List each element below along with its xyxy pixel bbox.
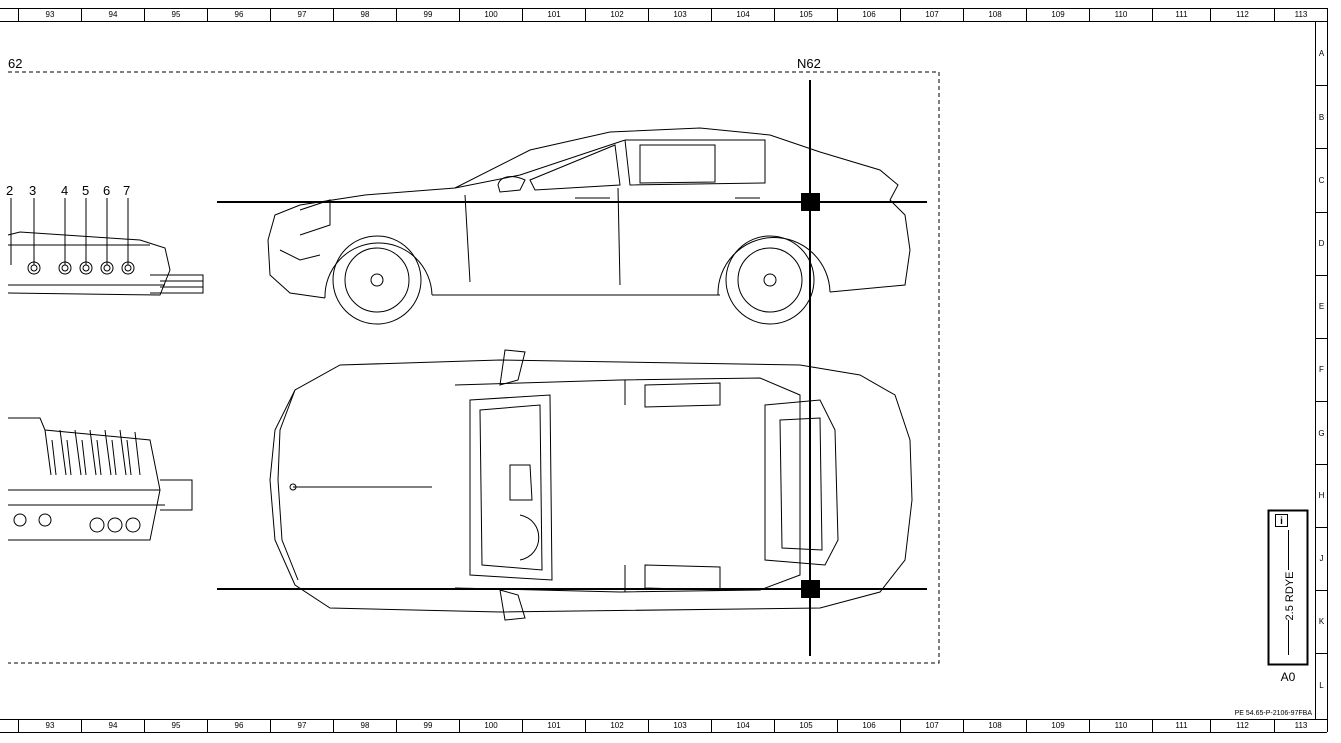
row-label: C bbox=[1318, 176, 1325, 185]
column-label: 105 bbox=[774, 719, 837, 732]
column-label: 95 bbox=[144, 719, 207, 732]
column-label: 94 bbox=[81, 719, 144, 732]
column-label: 93 bbox=[18, 719, 81, 732]
row-label: F bbox=[1319, 365, 1324, 374]
row-label: L bbox=[1319, 681, 1324, 690]
column-label: 101 bbox=[522, 8, 585, 21]
connector-top-view bbox=[8, 417, 193, 541]
column-label: 99 bbox=[396, 8, 459, 21]
column-label: 104 bbox=[711, 8, 774, 21]
row-label: E bbox=[1318, 302, 1325, 311]
ground-point-marker bbox=[801, 193, 820, 211]
column-label: 109 bbox=[1026, 719, 1089, 732]
column-label: 111 bbox=[1152, 8, 1210, 21]
column-label: 109 bbox=[1026, 8, 1089, 21]
location-label: A0 bbox=[1281, 670, 1296, 684]
column-label: 113 bbox=[1274, 719, 1327, 732]
column-label: 99 bbox=[396, 719, 459, 732]
column-label: 107 bbox=[900, 719, 963, 732]
column-label: 97 bbox=[270, 8, 333, 21]
column-label: 98 bbox=[333, 8, 396, 21]
component-boundary bbox=[8, 71, 940, 664]
pin-number: 7 bbox=[123, 183, 130, 198]
column-label: 94 bbox=[81, 8, 144, 21]
column-label: 110 bbox=[1089, 719, 1152, 732]
connector-ref-label: 62 bbox=[8, 56, 22, 71]
column-label: 103 bbox=[648, 719, 711, 732]
row-label: A bbox=[1318, 49, 1325, 58]
column-label: 96 bbox=[207, 8, 270, 21]
column-label: 102 bbox=[585, 8, 648, 21]
pin-number: 5 bbox=[82, 183, 89, 198]
column-label: 100 bbox=[459, 8, 522, 21]
row-label: G bbox=[1318, 429, 1325, 438]
column-label: 102 bbox=[585, 719, 648, 732]
column-label: 103 bbox=[648, 8, 711, 21]
row-label: B bbox=[1318, 113, 1325, 122]
column-label: 97 bbox=[270, 719, 333, 732]
pin-number: 6 bbox=[103, 183, 110, 198]
ground-point-marker bbox=[801, 580, 820, 598]
column-label: 110 bbox=[1089, 8, 1152, 21]
info-icon bbox=[1275, 514, 1288, 527]
column-label: 100 bbox=[459, 719, 522, 732]
column-label: 101 bbox=[522, 719, 585, 732]
vehicle-side-view bbox=[267, 127, 911, 325]
column-label: 106 bbox=[837, 8, 900, 21]
row-label: D bbox=[1318, 239, 1325, 248]
column-label: 93 bbox=[18, 8, 81, 21]
column-ruler-bottom: 93 94 95 96 97 98 99 100 101 102 103 104… bbox=[0, 719, 1341, 732]
column-label: 95 bbox=[144, 8, 207, 21]
column-label: 107 bbox=[900, 8, 963, 21]
row-label: J bbox=[1319, 554, 1324, 563]
column-label: 111 bbox=[1152, 719, 1210, 732]
row-label: H bbox=[1318, 491, 1325, 500]
row-label: K bbox=[1318, 617, 1325, 626]
column-label: 108 bbox=[963, 719, 1026, 732]
pin-number: 4 bbox=[61, 183, 68, 198]
connector-side-view bbox=[7, 198, 204, 296]
column-label: 113 bbox=[1274, 8, 1327, 21]
document-number: PE 54.65-P-2106-97FBA bbox=[1235, 710, 1313, 717]
column-label: 104 bbox=[711, 719, 774, 732]
column-label: 98 bbox=[333, 719, 396, 732]
pin-number-group: 2 3 4 5 6 7 bbox=[6, 183, 130, 198]
wire-spec-label: 2.5 RDYE bbox=[1284, 572, 1296, 621]
row-ruler: A B C D E F G H J K L bbox=[1316, 21, 1327, 719]
vehicle-top-view bbox=[269, 349, 913, 621]
info-icon-glyph: i bbox=[1280, 516, 1283, 527]
pin-number: 3 bbox=[29, 183, 36, 198]
wire-info-box bbox=[1267, 509, 1309, 666]
column-label: 105 bbox=[774, 8, 837, 21]
column-label: 112 bbox=[1210, 8, 1274, 21]
column-label: 96 bbox=[207, 719, 270, 732]
pin-number: 2 bbox=[6, 183, 13, 198]
ground-point-label: N62 bbox=[797, 56, 821, 71]
column-ruler-top: 93 94 95 96 97 98 99 100 101 102 103 104… bbox=[0, 8, 1341, 21]
column-label: 108 bbox=[963, 8, 1026, 21]
column-label: 106 bbox=[837, 719, 900, 732]
column-label: 112 bbox=[1210, 719, 1274, 732]
